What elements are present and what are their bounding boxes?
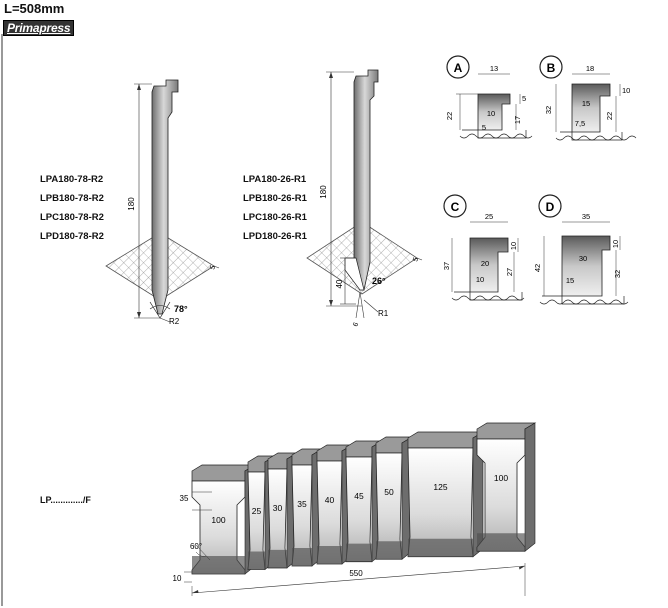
dim-horn-angle: 60°: [190, 542, 202, 551]
tang-c-offset: 10: [476, 275, 484, 284]
brand-logo: Primapress: [3, 20, 75, 36]
segment-width-label: 125: [433, 482, 447, 492]
radius-label-r2: R2: [169, 317, 180, 326]
tang-d-width: 35: [582, 212, 590, 221]
tang-c-depth: 27: [505, 268, 514, 276]
segment-width-label: 100: [494, 473, 508, 483]
tang-a-depth: 17: [513, 116, 522, 124]
segment-piece: 50: [375, 436, 414, 560]
tang-d-step: 10: [611, 240, 620, 248]
tang-b-neck: 15: [582, 99, 590, 108]
length-heading: L=508mm: [4, 1, 65, 16]
punch-profile-r2: [105, 79, 220, 323]
tang-detail-d: [538, 194, 629, 305]
tang-letter-b: B: [547, 61, 556, 75]
segment-width-label: 25: [252, 506, 262, 516]
code-item: LPD180-26-R1: [243, 231, 307, 242]
punch-profile-r1: [306, 69, 423, 319]
tang-letter-a: A: [454, 61, 463, 75]
tang-d-offset: 15: [566, 276, 574, 285]
segments-label: LP............./F: [40, 495, 91, 505]
segment-piece: 125: [407, 431, 485, 558]
segment-width-label: 45: [354, 491, 364, 501]
segment-width-label: 100: [211, 515, 225, 525]
radius-label-r1: R1: [378, 309, 389, 318]
tang-a-height: 22: [445, 112, 454, 120]
angle-label-r1: 26°: [372, 276, 386, 286]
dim-tip-height-r1: 40: [335, 279, 344, 288]
tang-c-width: 25: [485, 212, 493, 221]
dim-total-length: 550: [349, 569, 363, 578]
tang-letter-d: D: [546, 200, 555, 214]
tang-d-height: 42: [533, 264, 542, 272]
segment-width-label: 35: [297, 499, 307, 509]
tang-detail-c: [443, 194, 525, 301]
hatch-label-r1: 5: [412, 257, 420, 263]
tang-c-step: 10: [509, 242, 518, 250]
segment-piece: 100: [191, 464, 257, 575]
code-item: LPD180-78-R2: [40, 231, 104, 242]
dim-height-r1: 180: [319, 185, 328, 199]
tang-a-width: 13: [490, 64, 498, 73]
tang-letter-c: C: [451, 200, 460, 214]
code-list-r2: LPA180-78-R2 LPB180-78-R2 LPC180-78-R2 L…: [40, 170, 104, 246]
code-item: LPA180-78-R2: [40, 174, 104, 185]
segment-set: 100 25 30 35 40 45 50 125 100: [191, 422, 537, 575]
tang-c-neck: 20: [481, 259, 489, 268]
tang-b-depth: 22: [605, 112, 614, 120]
dim-height-r2: 180: [127, 197, 136, 211]
tang-d-neck: 30: [579, 254, 587, 263]
tang-b-step: 10: [622, 86, 630, 95]
tang-detail-a: [446, 55, 533, 139]
code-item: LPB180-26-R1: [243, 193, 307, 204]
segment-width-label: 50: [384, 487, 394, 497]
tang-a-step: 5: [522, 94, 526, 103]
tang-a-offset: 5: [482, 123, 486, 132]
angle-label-r2: 78°: [174, 304, 188, 314]
dim-horn-height: 35: [180, 494, 189, 503]
tang-b-height: 32: [544, 106, 553, 114]
code-list-r1: LPA180-26-R1 LPB180-26-R1 LPC180-26-R1 L…: [243, 170, 307, 246]
code-item: LPA180-26-R1: [243, 174, 307, 185]
code-item: LPC180-26-R1: [243, 212, 307, 223]
tang-a-neck: 10: [487, 109, 495, 118]
tang-detail-b: [539, 55, 637, 141]
dim-base-height: 10: [173, 574, 182, 583]
segment-dimensions: [184, 491, 526, 596]
code-item: LPB180-78-R2: [40, 193, 104, 204]
tang-d-depth: 32: [613, 270, 622, 278]
hatch-label-r2: 5: [209, 265, 217, 271]
segment-width-label: 40: [325, 495, 335, 505]
code-item: LPC180-78-R2: [40, 212, 104, 223]
segment-piece: 100: [476, 422, 537, 552]
tang-c-height: 37: [442, 262, 451, 270]
tang-b-offset: 7,5: [575, 119, 585, 128]
segment-width-label: 30: [273, 503, 283, 513]
dim-tip-width-r1: 6: [352, 322, 360, 328]
tang-b-width: 18: [586, 64, 594, 73]
